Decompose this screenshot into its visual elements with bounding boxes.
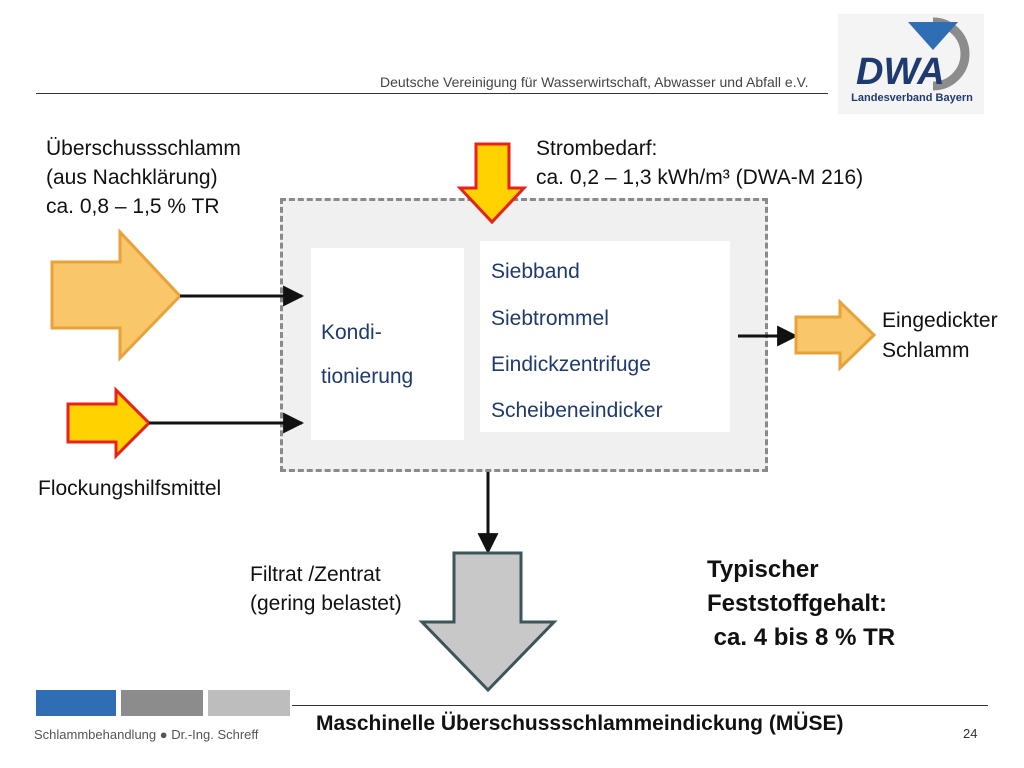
thickened-sludge-arrow [794, 298, 877, 372]
logo-subtitle: Landesverband Bayern [851, 92, 973, 104]
sludge-label-3: ca. 0,8 – 1,5 % TR [46, 195, 220, 218]
slide-title: Maschinelle Überschussschlammeindickung … [316, 712, 844, 735]
power-input-arrow [456, 142, 528, 225]
conditioning-label-2: tionierung [321, 365, 414, 388]
power-label-2: ca. 0,2 – 1,3 kWh/m³ (DWA-M 216) [536, 166, 864, 189]
footer-divider [292, 705, 988, 706]
conditioning-box: Kondi- tionierung [311, 248, 464, 440]
result-line-2: Feststoffgehalt: [707, 590, 887, 617]
power-label-1: Strombedarf: [536, 137, 658, 160]
thickened-label-1: Eingedickter [882, 309, 998, 332]
method-siebband: Siebband [491, 260, 580, 283]
result-line-1: Typischer [707, 556, 819, 583]
filtrate-label-1: Filtrat /Zentrat [250, 563, 381, 586]
sludge-inflow-arrow [50, 228, 183, 362]
flocculant-arrow [66, 386, 152, 460]
filtrate-arrow [418, 551, 558, 693]
method-siebtrommel: Siebtrommel [491, 307, 609, 330]
thickened-label-2: Schlamm [882, 339, 970, 362]
sludge-label-2: (aus Nachklärung) [46, 166, 218, 189]
filtrate-label-2: (gering belastet) [250, 592, 402, 615]
method-scheibeneindicker: Scheibeneindicker [491, 399, 663, 422]
organization-line: Deutsche Vereinigung für Wasserwirtschaf… [380, 74, 809, 90]
footer-bar-blue [36, 690, 116, 716]
sludge-label-1: Überschussschlamm [46, 137, 241, 160]
header-divider [36, 93, 828, 94]
conditioning-label-1: Kondi- [321, 321, 382, 344]
dwa-logo: DWA [838, 14, 984, 114]
footer-bar-gray [121, 690, 203, 716]
logo-wordmark: DWA [856, 51, 945, 93]
result-line-3: ca. 4 bis 8 % TR [707, 624, 896, 651]
footer-bar-lightgray [208, 690, 290, 716]
thickening-methods-box: Siebband Siebtrommel Eindickzentrifuge S… [480, 241, 730, 432]
result-text: Typischer Feststoffgehalt: ca. 4 bis 8 %… [707, 553, 895, 655]
flocculant-label: Flockungshilfsmittel [38, 477, 222, 500]
page-number: 24 [963, 726, 978, 741]
footer-author: Schlammbehandlung ● Dr.-Ing. Schreff [34, 727, 259, 742]
dwa-logo-icon: DWA [856, 17, 970, 93]
method-eindickzentrifuge: Eindickzentrifuge [491, 353, 651, 376]
